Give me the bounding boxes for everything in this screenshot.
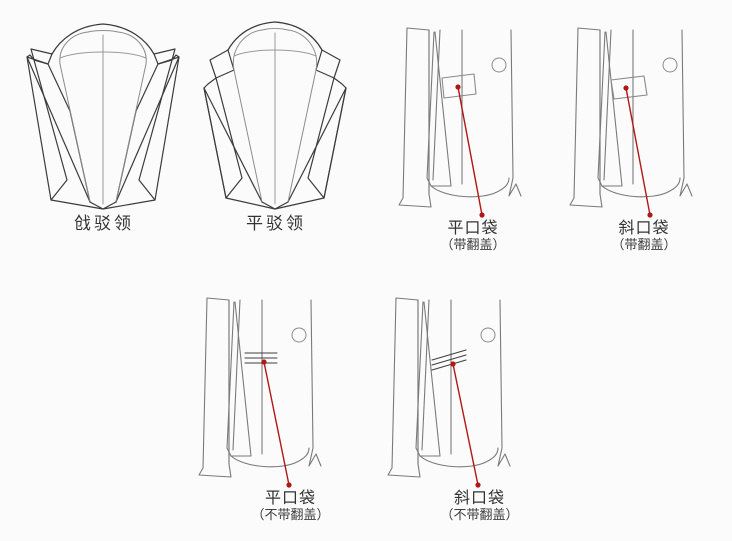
slant-welt-pocket-figure xyxy=(374,278,549,490)
notch-lapel-label: 平驳领 xyxy=(246,214,306,234)
slant-pocket-with-flap-sublabel: （带翻盖） xyxy=(611,237,677,253)
flat-pocket-with-flap-pointer xyxy=(455,84,485,218)
slant-pocket-with-flap-figure xyxy=(556,8,731,220)
slant-welt-pocket-sublabel: （不带翻盖） xyxy=(440,507,519,523)
peak-lapel-caption: 戗驳领 xyxy=(19,214,189,235)
peak-lapel-icon xyxy=(26,23,180,210)
slant-pocket-with-flap-label: 斜口袋 xyxy=(618,218,670,237)
notch-lapel-icon xyxy=(203,21,347,210)
jacket-slant-welt-pocket-icon xyxy=(387,297,511,488)
slant-welt-pocket-label: 斜口袋 xyxy=(453,488,505,507)
jacket-flat-welt-pocket-icon xyxy=(198,297,322,488)
peak-lapel-figure xyxy=(18,8,188,213)
flat-welt-pocket-caption: 平口袋 （不带翻盖） xyxy=(213,488,368,523)
flat-pocket-with-flap-sublabel: （带翻盖） xyxy=(440,237,506,253)
peak-lapel-label: 戗驳领 xyxy=(74,214,134,234)
flat-welt-pocket-label: 平口袋 xyxy=(264,488,316,507)
slant-welt-pocket-pointer xyxy=(450,361,481,488)
flat-pocket-with-flap-label: 平口袋 xyxy=(447,218,499,237)
jacket-flat-pocket-flap-icon xyxy=(398,27,522,218)
slant-pocket-with-flap-caption: 斜口袋 （带翻盖） xyxy=(569,218,719,253)
jacket-slant-pocket-flap-icon xyxy=(569,27,693,218)
notch-lapel-figure xyxy=(190,8,360,213)
slant-pocket-with-flap-pointer xyxy=(623,85,653,218)
flat-welt-pocket-figure xyxy=(185,278,360,490)
flat-pocket-with-flap-caption: 平口袋 （带翻盖） xyxy=(398,218,548,253)
notch-lapel-caption: 平驳领 xyxy=(191,214,361,235)
flat-welt-pocket-pointer xyxy=(261,359,292,488)
flat-welt-pocket-sublabel: （不带翻盖） xyxy=(251,507,330,523)
flat-pocket-with-flap-figure xyxy=(385,8,560,220)
slant-welt-pocket-caption: 斜口袋 （不带翻盖） xyxy=(402,488,557,523)
